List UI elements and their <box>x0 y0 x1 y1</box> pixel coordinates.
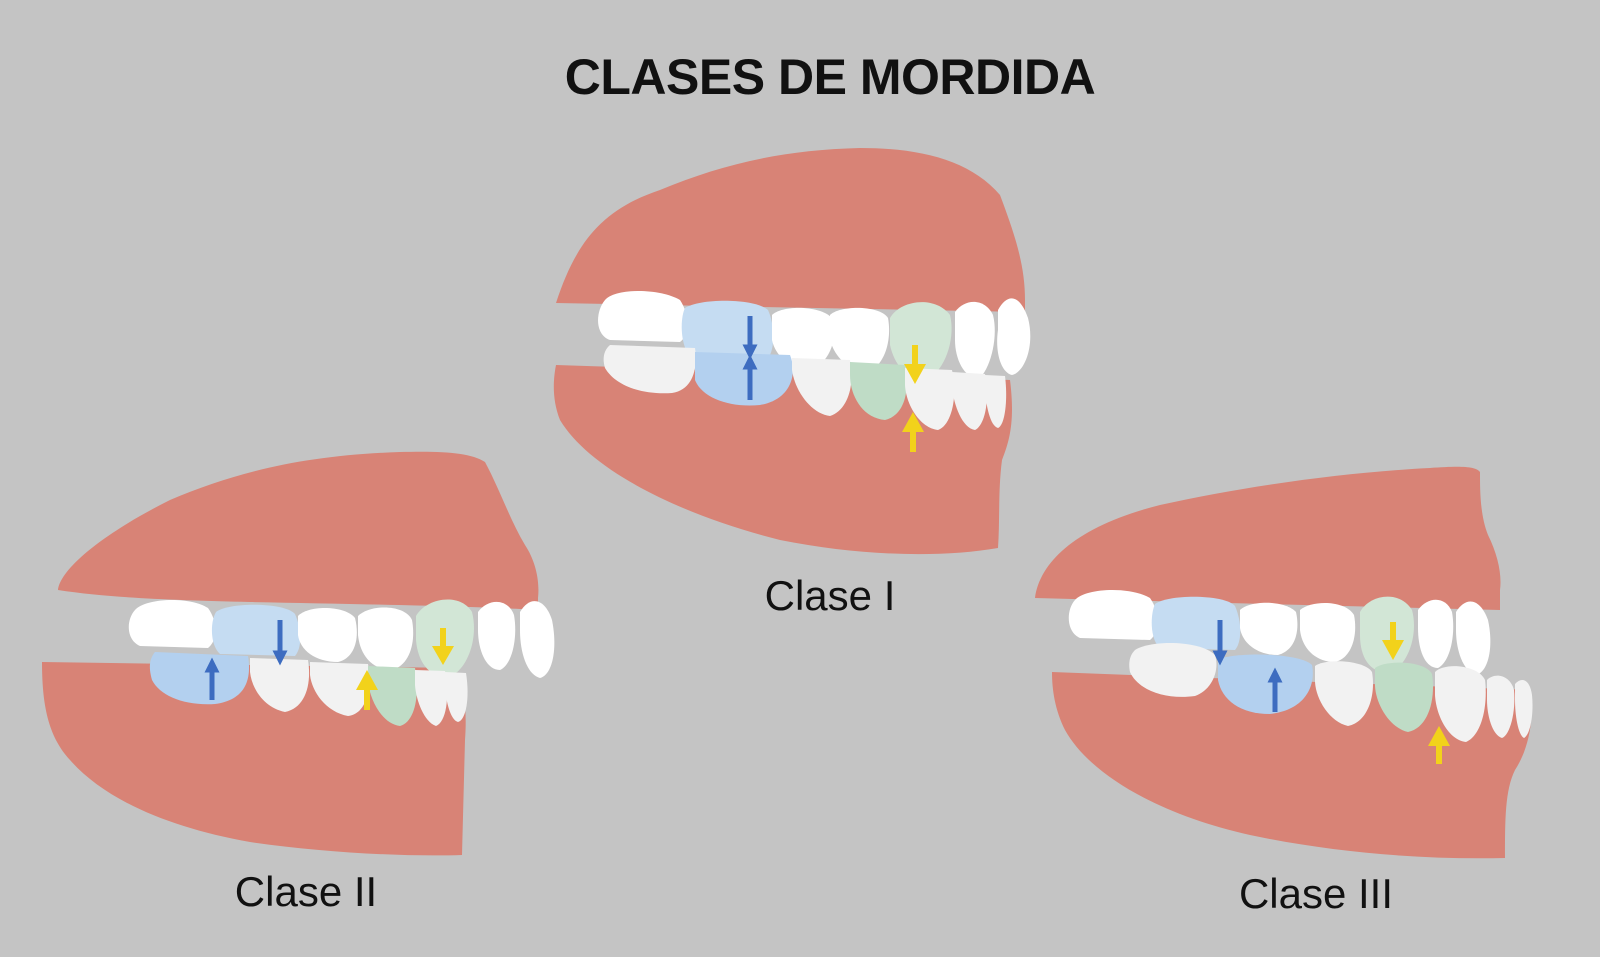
class-3-lower-teeth <box>1129 643 1533 742</box>
class-1-yellow-arrow-up <box>902 412 924 452</box>
class-1-yellow-arrow-down <box>904 345 926 384</box>
class-2-lower-gum <box>42 662 466 856</box>
class-1-lower-teeth <box>603 345 1007 430</box>
class-2-yellow-arrow-up <box>356 670 378 710</box>
class-2-lower-teeth <box>149 652 468 726</box>
class-1-upper-gum <box>556 148 1025 312</box>
class-2-yellow-arrow-down <box>432 628 454 665</box>
class-2-jaw <box>42 451 555 856</box>
class-3-jaw <box>1035 466 1533 859</box>
class-2-label: Clase II <box>234 868 378 915</box>
class-3-label: Clase III <box>1238 870 1394 917</box>
class-1-upper-teeth <box>598 291 1031 379</box>
class-2-upper-gum <box>58 451 539 610</box>
class-1-label: Clase I <box>764 572 896 619</box>
page-title: CLASES DE MORDIDA <box>564 49 1096 105</box>
class-3-upper-gum <box>1035 466 1501 610</box>
class-3-yellow-arrow-up <box>1428 726 1450 764</box>
class-1-jaw <box>553 148 1031 555</box>
class-3-yellow-arrow-down <box>1382 622 1404 660</box>
